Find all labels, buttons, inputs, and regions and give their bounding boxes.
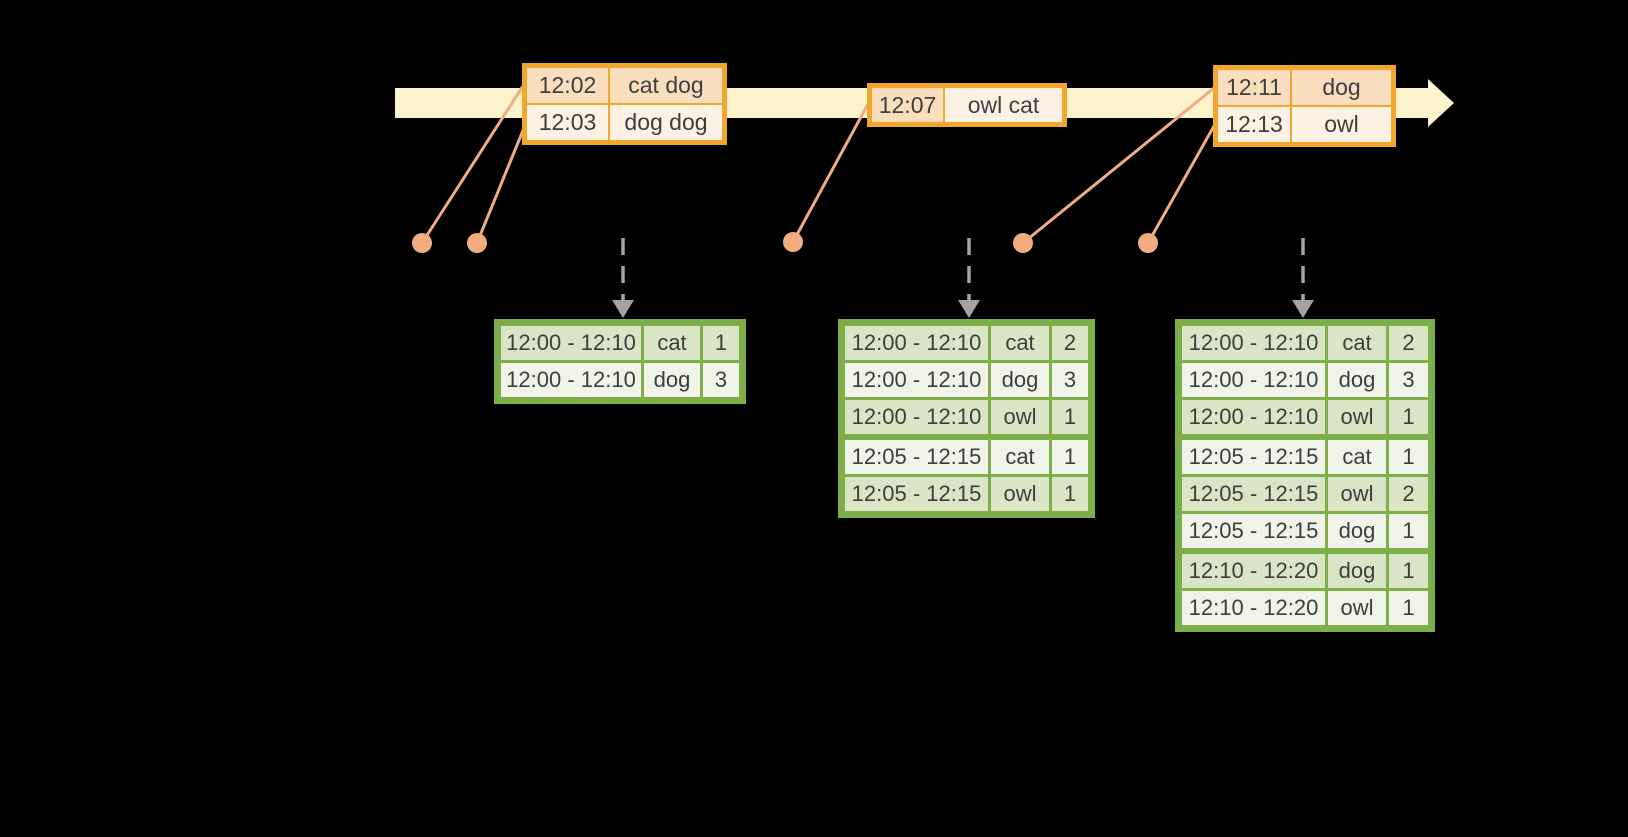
event-connector-line xyxy=(1146,125,1216,244)
event-time-cell: 12:03 xyxy=(527,105,608,140)
word-cell: owl xyxy=(1328,591,1386,625)
window-cell: 12:05 - 12:15 xyxy=(845,477,988,511)
window-cell: 12:00 - 12:10 xyxy=(1182,400,1325,434)
window-cell: 12:05 - 12:15 xyxy=(1182,514,1325,548)
count-cell: 1 xyxy=(703,326,739,360)
count-cell: 2 xyxy=(1389,477,1428,511)
event-time-cell: 12:02 xyxy=(527,68,608,103)
event-words-cell: dog dog xyxy=(610,105,722,140)
event-words-cell: cat dog xyxy=(610,68,722,103)
trigger-arrowhead xyxy=(612,300,634,318)
count-cell: 1 xyxy=(1389,591,1428,625)
count-cell: 1 xyxy=(1052,400,1088,434)
event-dot xyxy=(1138,233,1158,253)
event-dot xyxy=(783,232,803,252)
window-cell: 12:00 - 12:10 xyxy=(845,363,988,397)
count-cell: 1 xyxy=(1052,437,1088,474)
word-cell: dog xyxy=(1328,551,1386,588)
event-connector-line xyxy=(791,103,870,243)
word-cell: owl xyxy=(991,477,1049,511)
trigger-arrowhead xyxy=(1292,300,1314,318)
word-cell: owl xyxy=(1328,400,1386,434)
window-cell: 12:00 - 12:10 xyxy=(501,326,641,360)
count-cell: 3 xyxy=(1052,363,1088,397)
count-cell: 1 xyxy=(1052,477,1088,511)
word-cell: dog xyxy=(1328,363,1386,397)
event-dot xyxy=(1013,233,1033,253)
trigger-arrowhead xyxy=(958,300,980,318)
word-cell: owl xyxy=(991,400,1049,434)
window-cell: 12:00 - 12:10 xyxy=(1182,363,1325,397)
word-cell: cat xyxy=(1328,326,1386,360)
event-words-cell: owl cat xyxy=(945,88,1062,122)
window-cell: 12:05 - 12:15 xyxy=(845,437,988,474)
word-cell: dog xyxy=(644,363,700,397)
event-connector-line xyxy=(1022,86,1215,245)
count-cell: 1 xyxy=(1389,437,1428,474)
word-cell: cat xyxy=(644,326,700,360)
word-cell: owl xyxy=(1328,477,1386,511)
window-cell: 12:00 - 12:10 xyxy=(501,363,641,397)
timeline-arrowhead xyxy=(1428,79,1454,127)
window-cell: 12:05 - 12:15 xyxy=(1182,477,1325,511)
count-cell: 1 xyxy=(1389,551,1428,588)
window-cell: 12:10 - 12:20 xyxy=(1182,591,1325,625)
count-cell: 2 xyxy=(1052,326,1088,360)
event-words-cell: dog xyxy=(1292,70,1391,105)
event-connector-line xyxy=(475,127,526,244)
window-cell: 12:05 - 12:15 xyxy=(1182,437,1325,474)
window-cell: 12:00 - 12:10 xyxy=(845,400,988,434)
word-cell: dog xyxy=(991,363,1049,397)
word-cell: dog xyxy=(1328,514,1386,548)
count-cell: 2 xyxy=(1389,326,1428,360)
window-cell: 12:10 - 12:20 xyxy=(1182,551,1325,588)
window-cell: 12:00 - 12:10 xyxy=(1182,326,1325,360)
event-dot xyxy=(467,233,487,253)
count-cell: 1 xyxy=(1389,400,1428,434)
event-time-cell: 12:07 xyxy=(872,88,943,122)
word-cell: cat xyxy=(991,326,1049,360)
event-dot xyxy=(412,233,432,253)
event-connector-line xyxy=(420,85,525,244)
count-cell: 3 xyxy=(1389,363,1428,397)
count-cell: 3 xyxy=(703,363,739,397)
event-words-cell: owl xyxy=(1292,107,1391,142)
count-cell: 1 xyxy=(1389,514,1428,548)
event-time-cell: 12:13 xyxy=(1218,107,1290,142)
word-cell: cat xyxy=(1328,437,1386,474)
event-time-cell: 12:11 xyxy=(1218,70,1290,105)
word-cell: cat xyxy=(991,437,1049,474)
window-cell: 12:00 - 12:10 xyxy=(845,326,988,360)
